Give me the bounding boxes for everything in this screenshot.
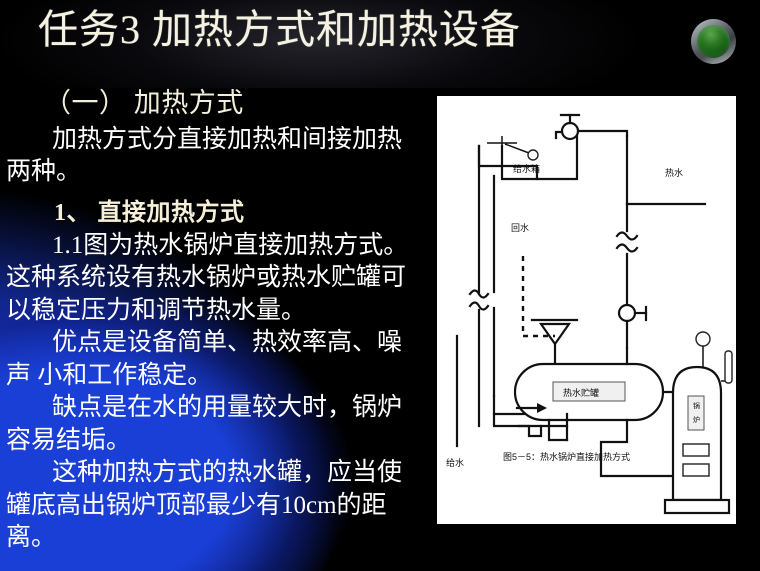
boiler-burner-door-upper [682,443,710,457]
page-title: 任务3 加热方式和加热设备 [38,7,521,52]
pump-zigzag-symbol [517,424,543,438]
label-feed-water: 给水 [446,457,464,468]
paragraph-installation-note: 这种加热方式的热水罐，应当使罐底高出锅炉顶部最少有10cm的距离。 [6,459,403,552]
paragraph-description: 1.1图为热水锅炉直接加热方式。这种系统设有热水锅炉或热水贮罐可以稳定压力和调节… [6,231,409,324]
tank-bottom-return-stub [547,418,569,442]
section-heading-secondary: 1、 直接加热方式 [54,199,245,226]
pipe-break-symbol-left-bottom [468,301,490,311]
pipe-break-symbol-riser-bottom [615,243,639,253]
boiler-label-box [687,395,705,431]
pipe-break-symbol-left-top [468,289,490,299]
relief-valve-cone-icon [538,322,572,346]
tank-bottom-to-boiler-pipe [599,418,675,478]
label-hot-water: 热水 [665,167,683,178]
boiler-base-plate [663,498,731,515]
feed-tank-body [500,129,579,181]
label-boiler-char-1: 锅 [693,401,700,410]
feed-tank-left-wall [477,144,539,181]
flow-arrow-head-icon [537,403,547,413]
pump-bypass-line [492,412,569,428]
top-valve-body-icon [560,121,580,141]
section-heading-primary: （一） 加热方式 [44,88,244,118]
diagram-panel: 给水箱 热水 回水 [437,96,736,524]
paragraph-disadvantages: 缺点是在水的用量较大时，锅炉容易结垢。 [6,394,403,454]
float-ball-icon [527,149,539,161]
label-storage-tank: 热水贮罐 [563,387,599,398]
paragraph-intro: 加热方式分直接加热和间接加热两种。 [6,125,403,186]
boiler-burner-door-lower [682,463,710,477]
boiler-gauge-icon [695,331,711,347]
storage-tank-label-box [552,381,626,402]
content-text-column: （一） 加热方式 加热方式分直接加热和间接加热两种。 1、 直接加热方式 1.1… [0,88,432,555]
green-bullet-button-icon[interactable] [691,19,736,64]
heating-system-schematic: 给水箱 热水 回水 [446,113,733,515]
boiler-body [671,365,723,502]
label-boiler-char-2: 炉 [693,415,700,424]
label-return-water: 回水 [511,222,529,233]
float-valve-link [504,143,530,154]
boiler-chimney-stack [724,350,733,384]
valve-inlet-elbow [554,130,564,140]
diagram-caption: 图5－5：热水锅炉直接加热方式 [503,451,630,462]
top-valve-outlet-pipe [576,129,629,138]
paragraph-advantages: 优点是设备简单、热效率高、噪声 小和工作稳定。 [6,329,403,389]
tank-outlet-valve-icon [617,303,637,323]
label-feed-tank: 给水箱 [513,163,540,174]
pipe-break-symbol-riser-top [615,231,639,241]
